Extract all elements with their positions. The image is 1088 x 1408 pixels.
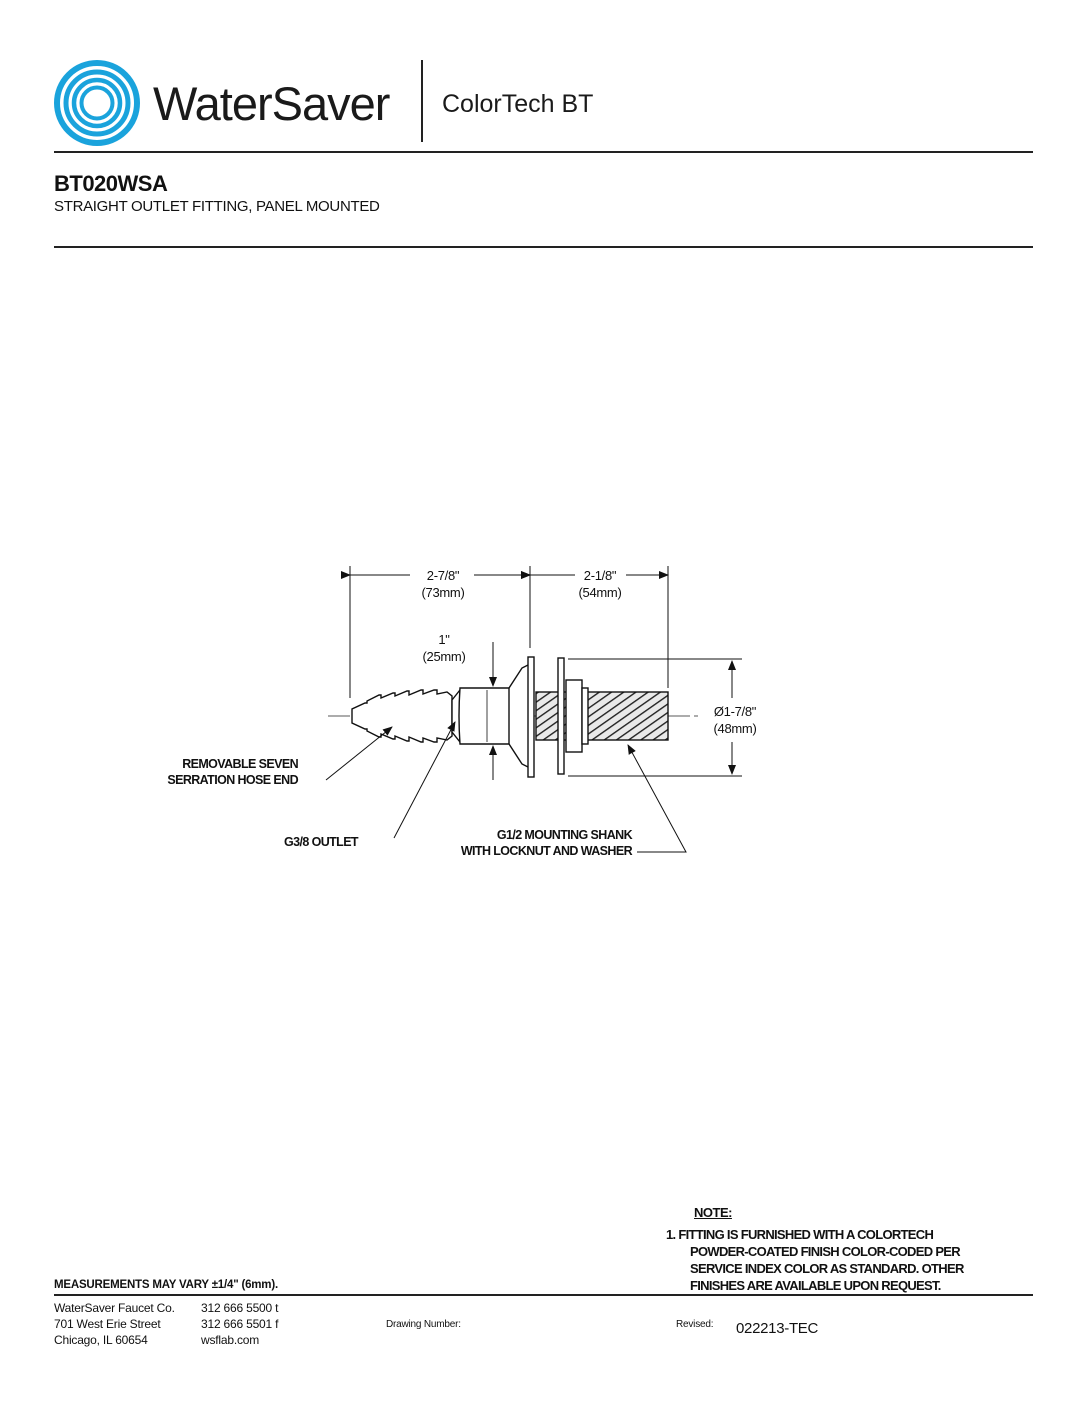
dim-shank-length-metric: (54mm) xyxy=(578,585,622,600)
company-street: 701 West Erie Street xyxy=(54,1317,161,1331)
dim-flange-diameter-imperial: Ø1-7/8" xyxy=(713,704,757,719)
callout-shank-line-2: WITH LOCKNUT AND WASHER xyxy=(460,844,633,858)
title-rule xyxy=(54,246,1033,248)
note-line-3: SERVICE INDEX COLOR AS STANDARD. OTHER xyxy=(690,1261,964,1276)
website-link[interactable]: wsflab.com xyxy=(201,1333,260,1347)
fitting-outline xyxy=(351,656,669,778)
dim-shank-length: 2-1/8" (54mm) xyxy=(560,567,640,601)
note-line-4: FINISHES ARE AVAILABLE UPON REQUEST. xyxy=(690,1278,941,1293)
company-city: Chicago, IL 60654 xyxy=(54,1333,148,1347)
watersaver-logo-icon xyxy=(52,58,142,148)
note-line-1: 1. FITTING IS FURNISHED WITH A COLORTECH xyxy=(666,1227,934,1242)
dim-overall-length-metric: (73mm) xyxy=(421,585,465,600)
dim-flange-diameter: Ø1-7/8" (48mm) xyxy=(700,703,770,737)
phone-number: 312 666 5500 t xyxy=(201,1301,279,1315)
company-name: WaterSaver Faucet Co. xyxy=(54,1301,175,1315)
note-line-2: POWDER-COATED FINISH COLOR-CODED PER xyxy=(690,1244,961,1259)
revised-value: 022213-TEC xyxy=(736,1320,819,1337)
footer-rule xyxy=(54,1294,1033,1296)
dim-body-diameter-metric: (25mm) xyxy=(422,649,466,664)
callout-hose-end: REMOVABLE SEVEN SERRATION HOSE END xyxy=(150,756,298,788)
leader-lines xyxy=(325,721,687,853)
model-description: STRAIGHT OUTLET FITTING, PANEL MOUNTED xyxy=(54,198,380,215)
drawing-number-label: Drawing Number: xyxy=(386,1319,461,1330)
callout-hose-end-line-1: REMOVABLE SEVEN xyxy=(182,757,298,771)
callout-shank-line-1: G1/2 MOUNTING SHANK xyxy=(496,828,633,842)
brand-name: WaterSaver xyxy=(153,77,390,130)
company-contact: 312 666 5500 t 312 666 5501 f wsflab.com xyxy=(201,1300,278,1348)
header-rule xyxy=(54,151,1033,153)
dimension-lines xyxy=(341,566,742,780)
revised-label: Revised: xyxy=(676,1319,714,1330)
dim-overall-length-imperial: 2-7/8" xyxy=(426,568,460,583)
note-heading: NOTE: xyxy=(694,1205,732,1220)
callout-hose-end-line-2: SERRATION HOSE END xyxy=(167,773,298,787)
header-divider xyxy=(421,60,423,142)
dim-shank-length-imperial: 2-1/8" xyxy=(583,568,617,583)
dim-body-diameter: 1" (25mm) xyxy=(414,631,474,665)
fax-number: 312 666 5501 f xyxy=(201,1317,279,1331)
company-address: WaterSaver Faucet Co. 701 West Erie Stre… xyxy=(54,1300,175,1348)
dim-overall-length: 2-7/8" (73mm) xyxy=(400,567,486,601)
dim-flange-diameter-metric: (48mm) xyxy=(713,721,757,736)
callout-shank: G1/2 MOUNTING SHANK WITH LOCKNUT AND WAS… xyxy=(440,827,633,859)
callout-outlet: G3/8 OUTLET xyxy=(284,835,359,849)
measurement-note: MEASUREMENTS MAY VARY ±1/4" (6mm). xyxy=(54,1279,278,1291)
product-line: ColorTech BT xyxy=(442,90,594,118)
dim-body-diameter-imperial: 1" xyxy=(438,632,450,647)
model-number: BT020WSA xyxy=(54,171,168,196)
